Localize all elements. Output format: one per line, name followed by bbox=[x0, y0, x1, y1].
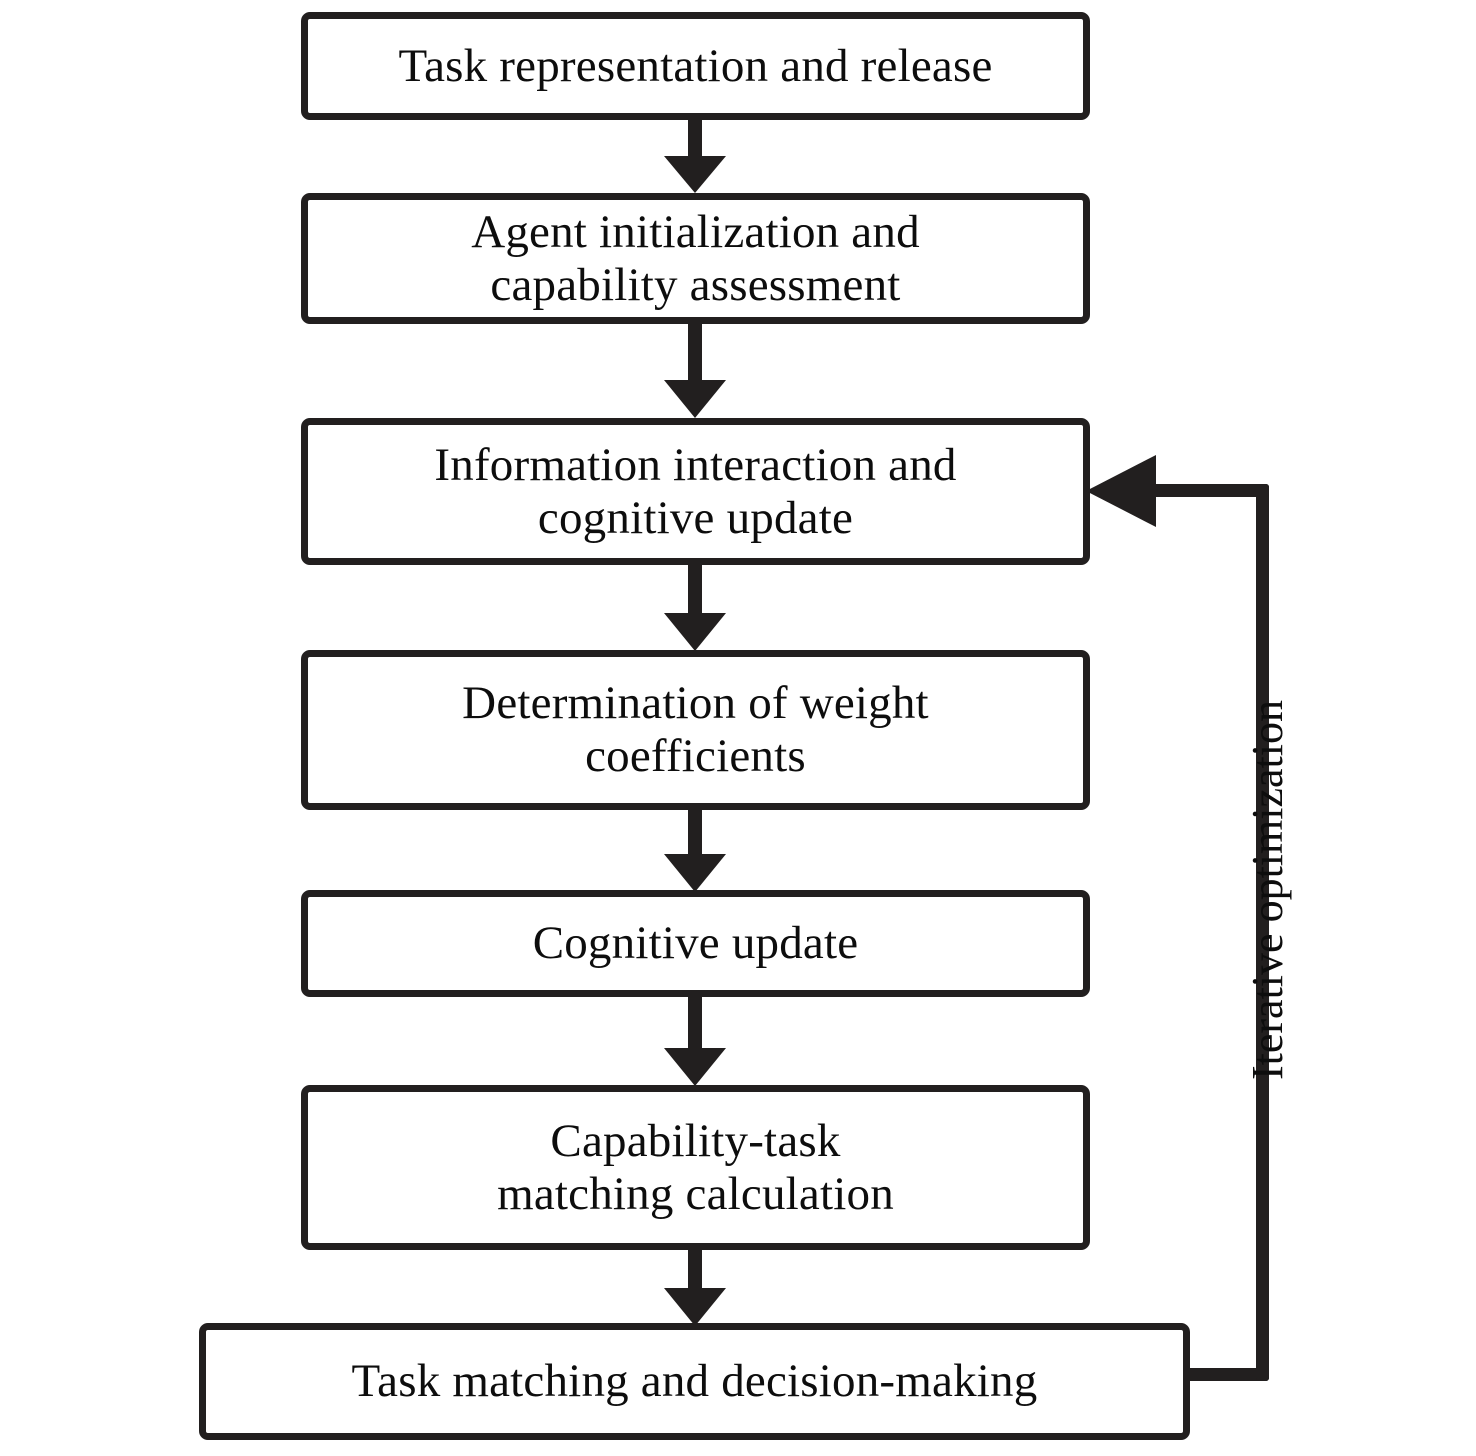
arrow-down-2 bbox=[664, 324, 726, 418]
node-label: Capability-task matching calculation bbox=[497, 1114, 894, 1220]
node-task-representation-and-release[interactable]: Task representation and release bbox=[301, 12, 1090, 120]
node-agent-initialization-and-capability-assessment[interactable]: Agent initialization and capability asse… bbox=[301, 193, 1090, 324]
feedback-segment-vertical bbox=[1256, 484, 1269, 1381]
node-cognitive-update[interactable]: Cognitive update bbox=[301, 890, 1090, 997]
feedback-segment-bottom-horizontal bbox=[1184, 1368, 1269, 1381]
arrow-down-1 bbox=[664, 120, 726, 193]
feedback-arrowhead-left-icon bbox=[1086, 455, 1156, 527]
arrow-down-4 bbox=[664, 810, 726, 892]
node-label: Information interaction and cognitive up… bbox=[434, 438, 957, 544]
node-label: Task matching and decision-making bbox=[351, 1355, 1038, 1408]
feedback-segment-top-horizontal bbox=[1148, 484, 1269, 497]
node-determination-of-weight-coefficients[interactable]: Determination of weight coefficients bbox=[301, 650, 1090, 810]
arrow-down-6 bbox=[664, 1250, 726, 1326]
node-label: Agent initialization and capability asse… bbox=[471, 205, 920, 311]
node-label: Cognitive update bbox=[532, 917, 859, 970]
arrow-down-3 bbox=[664, 565, 726, 651]
arrow-down-5 bbox=[664, 997, 726, 1086]
node-label: Determination of weight coefficients bbox=[462, 677, 929, 782]
node-task-matching-and-decision-making[interactable]: Task matching and decision-making bbox=[199, 1323, 1190, 1440]
feedback-loop-label: Iterative optimization bbox=[1243, 700, 1292, 1080]
node-information-interaction-and-cognitive-update[interactable]: Information interaction and cognitive up… bbox=[301, 418, 1090, 565]
node-capability-task-matching-calculation[interactable]: Capability-task matching calculation bbox=[301, 1085, 1090, 1250]
node-label: Task representation and release bbox=[398, 39, 993, 92]
